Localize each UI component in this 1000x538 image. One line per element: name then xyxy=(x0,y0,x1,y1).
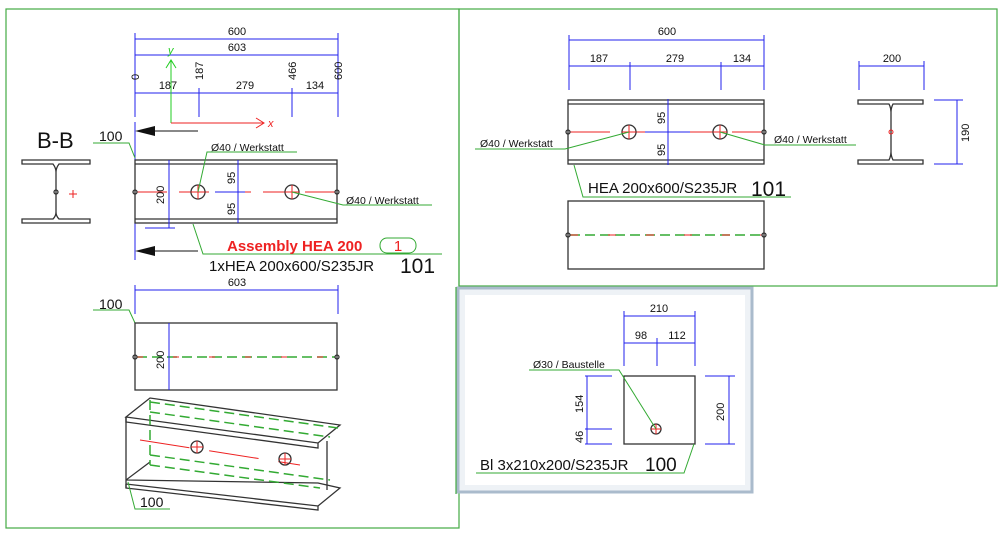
svg-text:279: 279 xyxy=(236,80,254,92)
svg-text:154: 154 xyxy=(574,395,586,413)
svg-text:200: 200 xyxy=(155,186,167,204)
svg-text:95: 95 xyxy=(656,144,668,156)
svg-text:100: 100 xyxy=(140,494,164,510)
svg-text:x: x xyxy=(267,118,274,130)
svg-text:603: 603 xyxy=(228,277,246,289)
svg-text:y: y xyxy=(167,45,175,57)
svg-text:187: 187 xyxy=(159,80,177,92)
hole-label-left: Ø40 / Werkstatt xyxy=(475,131,630,150)
hole-label-2: Ø40 / Werkstatt xyxy=(291,191,432,207)
beam-isometric-view[interactable]: 100 xyxy=(124,397,342,511)
section-height-dim: 190 xyxy=(934,99,972,165)
svg-text:100: 100 xyxy=(645,455,677,476)
dimension-600: 600 xyxy=(134,26,339,117)
svg-text:Bl 3x210x200/S235JR: Bl 3x210x200/S235JR xyxy=(480,457,629,474)
svg-text:95: 95 xyxy=(656,112,668,124)
dimension-603: 603 xyxy=(135,42,338,56)
svg-text:46: 46 xyxy=(574,431,586,443)
svg-text:Ø40 / Werkstatt: Ø40 / Werkstatt xyxy=(480,138,553,150)
svg-text:98: 98 xyxy=(635,330,647,342)
svg-text:Ø40 / Werkstatt: Ø40 / Werkstatt xyxy=(211,142,284,154)
position-label-100-iso: 100 xyxy=(127,481,170,510)
svg-text:466: 466 xyxy=(287,62,299,80)
dimension-600-right: 600 xyxy=(568,26,765,90)
assembly-label: Assembly HEA 200 1 1xHEA 200x600/S235JR … xyxy=(192,223,442,278)
svg-text:134: 134 xyxy=(733,53,751,65)
left-front-view[interactable]: 600 603 0 187 466 600 187 279 134 y x xyxy=(21,26,442,278)
hole-label-1: Ø40 / Werkstatt xyxy=(197,142,297,193)
chain-dimensions-right: 187 279 134 xyxy=(569,53,764,90)
plate-width-dim: 210 xyxy=(623,303,696,366)
plate-chain-dims: 98 112 xyxy=(624,330,695,366)
svg-text:187: 187 xyxy=(590,53,608,65)
svg-text:190: 190 xyxy=(960,124,972,142)
svg-text:Assembly HEA 200: Assembly HEA 200 xyxy=(227,238,362,255)
svg-text:600: 600 xyxy=(333,62,345,80)
svg-text:100: 100 xyxy=(99,128,123,144)
svg-text:1: 1 xyxy=(394,238,402,255)
beam-top-view-right[interactable] xyxy=(565,200,767,270)
svg-text:279: 279 xyxy=(666,53,684,65)
svg-text:HEA 200x600/S235JR: HEA 200x600/S235JR xyxy=(588,180,737,197)
ordinate-dimensions: 0 187 466 600 xyxy=(130,62,345,80)
position-label-100-top: 100 xyxy=(93,296,136,324)
svg-text:Ø40 / Werkstatt: Ø40 / Werkstatt xyxy=(774,134,847,146)
coordinate-axes-icon: y x xyxy=(165,45,274,130)
plate-height-dim: 200 xyxy=(705,375,735,445)
height-dimension: 200 xyxy=(145,160,175,229)
svg-text:187: 187 xyxy=(194,62,206,80)
svg-text:134: 134 xyxy=(306,80,324,92)
plate-hole-label: Ø30 / Baustelle xyxy=(529,359,657,430)
svg-text:Ø40 / Werkstatt: Ø40 / Werkstatt xyxy=(346,195,419,207)
position-label-100: 100 xyxy=(93,128,136,159)
svg-text:1xHEA 200x600/S235JR: 1xHEA 200x600/S235JR xyxy=(209,258,374,275)
right-part-view[interactable]: 600 187 279 134 95 95 Ø40 / Werks xyxy=(475,26,972,270)
left-top-view[interactable]: 603 100 200 xyxy=(93,277,340,391)
section-arrow-top xyxy=(135,126,198,136)
half-dimensions: 95 95 xyxy=(215,160,245,223)
svg-text:200: 200 xyxy=(715,403,727,421)
svg-text:600: 600 xyxy=(658,26,676,38)
svg-text:200: 200 xyxy=(883,53,901,65)
dimension-603-top: 603 xyxy=(134,277,339,314)
svg-text:95: 95 xyxy=(226,172,238,184)
svg-text:603: 603 xyxy=(228,42,246,54)
svg-text:101: 101 xyxy=(400,255,435,278)
svg-text:100: 100 xyxy=(99,296,123,312)
svg-text:101: 101 xyxy=(751,178,786,201)
i-section-profile xyxy=(21,159,91,224)
chain-dimensions: 187 279 134 xyxy=(135,80,338,117)
hole-label-right: Ø40 / Werkstatt xyxy=(719,131,856,146)
svg-text:Ø30 / Baustelle: Ø30 / Baustelle xyxy=(533,359,605,371)
svg-text:112: 112 xyxy=(668,330,686,342)
svg-text:200: 200 xyxy=(155,351,167,369)
half-dimensions-right: 95 95 xyxy=(645,99,690,165)
height-dimension-top: 200 xyxy=(155,323,170,390)
section-label: B-B xyxy=(37,128,74,153)
svg-text:95: 95 xyxy=(226,203,238,215)
plate-vertical-dims: 154 46 xyxy=(574,375,612,445)
beam-front-view-right[interactable] xyxy=(565,99,767,165)
section-arrow-bottom xyxy=(135,246,198,256)
svg-text:0: 0 xyxy=(130,74,142,80)
section-width-dim: 200 xyxy=(858,53,925,90)
right-sheet-frame xyxy=(458,8,998,287)
svg-text:600: 600 xyxy=(228,26,246,38)
i-section-right xyxy=(857,99,924,165)
part-label-right: HEA 200x600/S235JR 101 xyxy=(573,164,791,201)
svg-text:210: 210 xyxy=(650,303,668,315)
plate-view[interactable]: 210 98 112 Ø30 / Baustelle 154 46 200 xyxy=(476,303,735,476)
plate-part-label: Bl 3x210x200/S235JR 100 xyxy=(476,443,695,476)
